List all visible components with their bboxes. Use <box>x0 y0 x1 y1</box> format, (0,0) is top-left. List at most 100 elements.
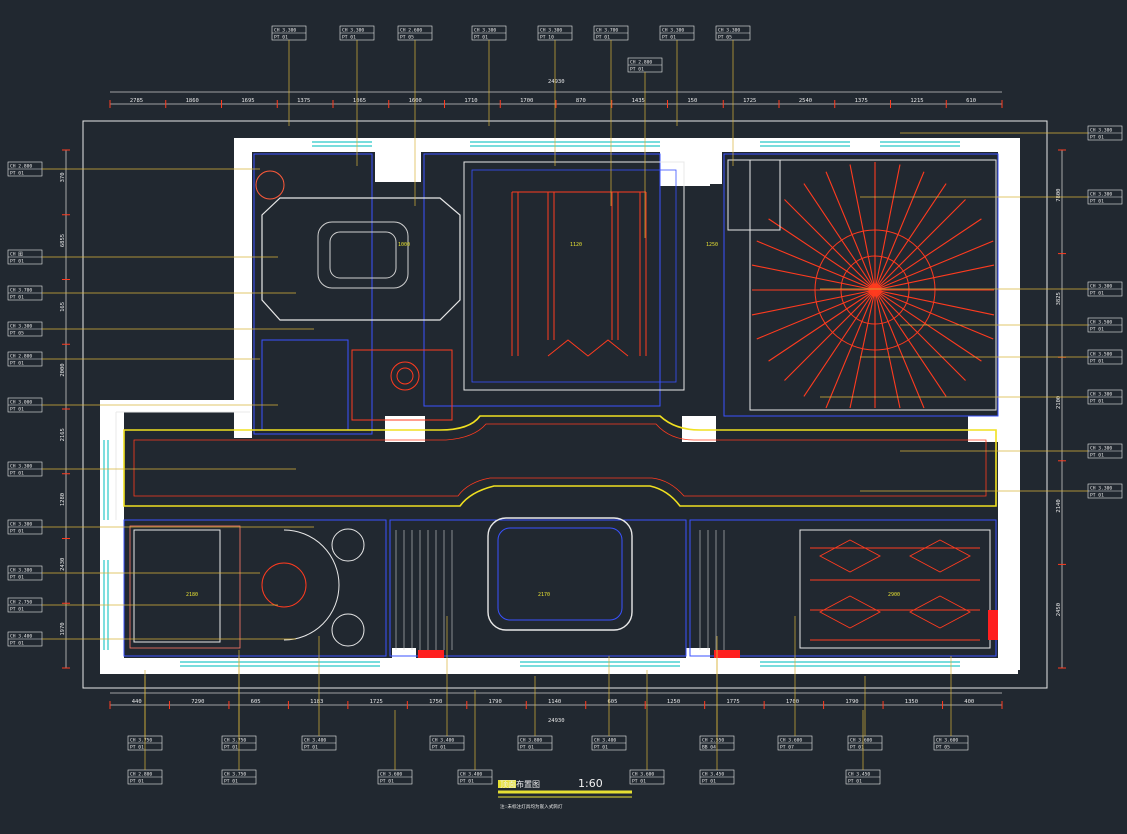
sunburst-ray <box>756 240 876 291</box>
dim-value: 1065 <box>353 98 366 104</box>
dim-value: 1860 <box>186 98 199 104</box>
callout-tag-line2: PT 01 <box>632 779 646 785</box>
sunburst-ray <box>803 289 876 397</box>
callout-tag-line2: PT 01 <box>848 779 862 785</box>
top-dimension-chain: 2785186016951375106516001710170087014351… <box>109 91 1003 108</box>
callout-tag-line2: PT 01 <box>850 745 864 751</box>
dim-value: 1215 <box>910 98 923 104</box>
sunburst-ray <box>874 289 925 409</box>
callout-tag-line1: CH 3.300 <box>10 522 32 528</box>
callout-tag-line2: PT 01 <box>304 745 318 751</box>
callout-tag-line1: CH 3.300 <box>540 28 562 34</box>
dim-value: 610 <box>966 98 976 104</box>
sunburst-ray <box>874 289 995 316</box>
callout-tag-line2: PT 01 <box>702 779 716 785</box>
callout-tag-line2: PT 01 <box>432 745 446 751</box>
callout-tag-line1: CH 3.700 <box>596 28 618 34</box>
callout-tag-line2: PT 07 <box>780 745 794 751</box>
callout-tag-line2: PT 01 <box>1090 493 1104 499</box>
dim-value: 1790 <box>845 699 858 705</box>
callout-tag-line1: CH 3.700 <box>10 288 32 294</box>
dim-value: 1700 <box>520 98 533 104</box>
room-c-sunburst <box>727 159 997 411</box>
lower-b-label: 2170 <box>538 592 550 598</box>
dim-value: 440 <box>132 699 142 705</box>
drawing-title: 顶面布置图 <box>500 779 540 789</box>
dim-value: 6855 <box>60 234 66 247</box>
callout-tag-line2: PT 01 <box>596 35 610 41</box>
room-c-width-label: 1250 <box>706 242 718 248</box>
callout-tag-line2: PT 01 <box>630 67 644 73</box>
callout-tag-line2: PT 01 <box>224 745 238 751</box>
sunburst-ray <box>784 289 876 381</box>
sunburst-ray <box>874 289 982 362</box>
dim-value: 370 <box>60 172 66 182</box>
sunburst-ray <box>874 289 966 381</box>
callout-tag-line2: PT 10 <box>540 35 554 41</box>
dim-value: 400 <box>964 699 974 705</box>
sunburst-ray <box>784 199 876 291</box>
sunburst-ray <box>874 183 947 291</box>
room-b-ceiling <box>463 161 685 391</box>
callout-tag-line2: PT 05 <box>936 745 950 751</box>
dim-value: 2430 <box>60 558 66 571</box>
sunburst-ray <box>825 289 876 409</box>
callout-tag-line1: CH 3.450 <box>848 772 870 778</box>
dim-value: 2000 <box>60 363 66 376</box>
callout-tag-line2: PT 01 <box>10 407 24 413</box>
sunburst-ray <box>751 289 876 316</box>
callout-tag-line1: CH 3.750 <box>224 738 246 744</box>
callout-tag-line2: PT 05 <box>400 35 414 41</box>
title-marker <box>498 780 516 788</box>
drawing-scale: 1:60 <box>578 777 603 790</box>
sunburst-ray <box>874 171 925 291</box>
callout-tag-line2: PT 01 <box>10 295 24 301</box>
callout-tag-line1: CH 3.750 <box>224 772 246 778</box>
callout-tag-line1: CH 3.400 <box>10 634 32 640</box>
dim-value: 2100 <box>1056 396 1062 409</box>
callout-tag-line2: PT 01 <box>1090 199 1104 205</box>
room-a-ceiling <box>255 170 461 431</box>
callout-tag-line2: PT 01 <box>274 35 288 41</box>
callout-tag-line2: PT 01 <box>130 745 144 751</box>
callout-tag-line2: PT 01 <box>130 779 144 785</box>
callout-tag-line2: PT 01 <box>1090 453 1104 459</box>
dim-value: 1725 <box>743 98 756 104</box>
dim-value: 1280 <box>60 493 66 506</box>
callout-tag-line1: CH 3.300 <box>718 28 740 34</box>
callout-tag-line1: CH 3.600 <box>936 738 958 744</box>
ceiling-outlines <box>123 153 999 657</box>
dim-value: 1695 <box>241 98 254 104</box>
callout-tag-line2: PT 01 <box>380 779 394 785</box>
sunburst-ray <box>874 240 994 291</box>
callout-tag-line1: CH 3.000 <box>10 400 32 406</box>
callout-tag-line2: PT 01 <box>10 607 24 613</box>
callout-tag-line2: PT 01 <box>1090 135 1104 141</box>
dim-value: 3825 <box>1056 292 1062 305</box>
callout-tag-line1: CH 2.800 <box>130 772 152 778</box>
sunburst-ray <box>874 199 966 291</box>
callout-tag-line2: PT 01 <box>1090 399 1104 405</box>
dim-value: 165 <box>60 302 66 312</box>
callout-tag-line1: CH 3.500 <box>1090 320 1112 326</box>
callout-tag-line1: CH 2.550 <box>702 738 724 744</box>
sunburst-ray <box>803 183 876 291</box>
title-block: 顶面布置图 1:60 注:未标注灯具均为嵌入式筒灯 <box>498 777 632 810</box>
callout-tag-line1: CH 3.300 <box>474 28 496 34</box>
dim-value: 2140 <box>1056 499 1062 512</box>
callout-tag-line2: PT 01 <box>594 745 608 751</box>
dim-value: 1750 <box>429 699 442 705</box>
dim-value: 1775 <box>726 699 739 705</box>
dim-value: 2785 <box>130 98 143 104</box>
callout-tag-line1: CH 2.800 <box>630 60 652 66</box>
sunburst-ray <box>849 164 876 291</box>
callout-tag-line2: PT 01 <box>10 471 24 477</box>
sunburst-ray <box>825 171 876 291</box>
callout-tag-line1: CH 3.300 <box>1090 486 1112 492</box>
dim-value: 2540 <box>799 98 812 104</box>
lower-rooms <box>129 517 998 658</box>
